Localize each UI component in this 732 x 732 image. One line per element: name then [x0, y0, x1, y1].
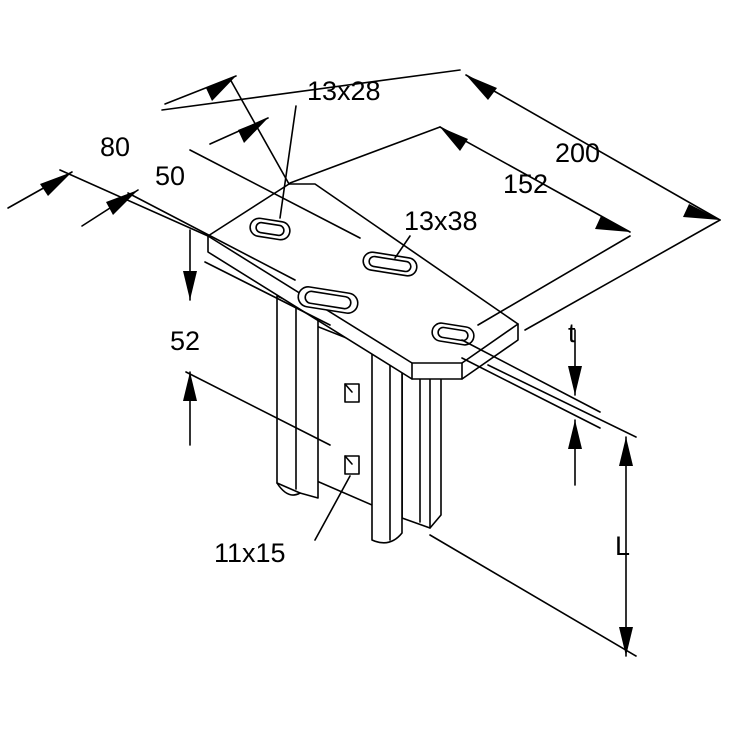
label-200: 200: [555, 138, 600, 168]
label-13x38: 13x38: [404, 206, 478, 236]
label-t: t: [568, 318, 576, 348]
top-plate: [207, 183, 519, 380]
label-13x28: 13x28: [307, 76, 381, 106]
label-52: 52: [170, 326, 200, 356]
label-11x15: 11x15: [214, 538, 286, 568]
slot-13x28: [249, 217, 291, 241]
label-50: 50: [155, 161, 185, 191]
dimension-lines: [7, 69, 721, 657]
slot-13x38-upper: [362, 251, 418, 277]
slot-13x38-lower: [297, 286, 359, 314]
slot-13x28-front: [431, 322, 475, 346]
label-L: L: [615, 531, 630, 561]
arrowheads: [40, 75, 720, 656]
vertical-profile: [276, 295, 442, 544]
label-80: 80: [100, 132, 130, 162]
label-152: 152: [503, 169, 548, 199]
